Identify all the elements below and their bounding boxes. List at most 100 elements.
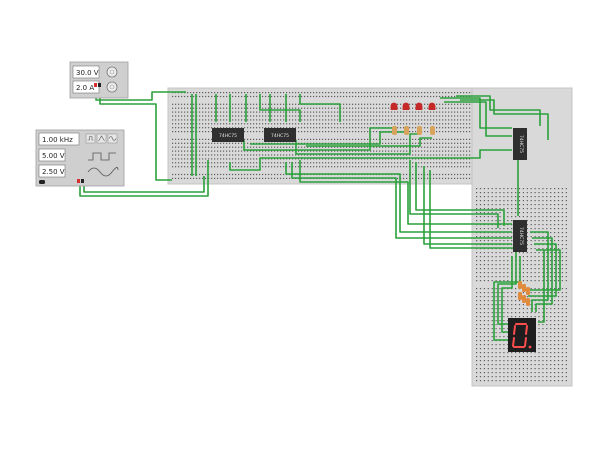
led-2[interactable] — [402, 102, 410, 110]
breadboard-hole — [280, 173, 282, 176]
breadboard-hole — [469, 92, 471, 94]
breadboard-hole — [415, 92, 417, 94]
voltage-knob-icon[interactable] — [106, 66, 118, 78]
seven-segment-display[interactable]: 0. — [508, 318, 536, 352]
breadboard-hole — [367, 150, 369, 152]
breadboard-hole — [427, 119, 429, 121]
breadboard-hole — [286, 146, 288, 148]
square-wave-icon[interactable] — [85, 133, 96, 144]
breadboard-hole — [298, 107, 300, 109]
breadboard-hole — [483, 380, 485, 382]
resistor-2[interactable] — [404, 126, 409, 135]
display-resistor-5[interactable] — [522, 295, 526, 303]
display-resistor-6[interactable] — [526, 298, 530, 306]
breadboard-hole — [328, 92, 330, 94]
triangle-wave-icon[interactable] — [96, 133, 107, 144]
frequency-field[interactable] — [38, 132, 80, 146]
sine-wave-icon[interactable] — [107, 133, 118, 144]
breadboard-hole — [181, 142, 183, 144]
breadboard-hole — [561, 332, 563, 334]
chip-4[interactable]: 74HC75 — [513, 220, 527, 252]
chip-3[interactable]: 74HC75 — [513, 128, 527, 160]
breadboard-hole — [373, 131, 375, 133]
breadboard-hole — [530, 244, 532, 246]
breadboard-hole — [526, 188, 528, 190]
breadboard-hole — [479, 340, 482, 342]
breadboard-hole — [550, 252, 552, 254]
breadboard-hole — [518, 300, 521, 302]
breadboard-hole — [229, 127, 231, 129]
function-generator[interactable]: 1.00 kHz 5.00 V 2.50 V — [35, 129, 125, 187]
breadboard-hole — [479, 288, 482, 290]
breadboard-hole — [361, 150, 363, 152]
breadboard-hole — [358, 158, 360, 160]
breadboard-hole — [538, 332, 540, 334]
breadboard-hole — [205, 146, 207, 148]
breadboard-hole — [181, 111, 183, 113]
power-supply[interactable]: 30.0 V 2.0 A — [69, 61, 129, 99]
breadboard-hole — [526, 364, 528, 366]
breadboard-hole — [424, 103, 426, 105]
breadboard-hole — [283, 150, 285, 152]
ground-terminal[interactable] — [81, 179, 84, 183]
breadboard-hole — [352, 154, 354, 156]
breadboard-hole — [232, 173, 234, 176]
breadboard-hole — [406, 123, 408, 125]
positive-terminal[interactable] — [94, 83, 97, 87]
amplitude-field[interactable] — [38, 148, 66, 162]
chip-1[interactable]: 74HC75 — [212, 128, 244, 142]
current-knob-icon[interactable] — [106, 81, 118, 93]
chip-2[interactable]: 74HC75 — [264, 128, 296, 142]
output-toggle[interactable] — [39, 180, 45, 184]
breadboard-hole — [546, 256, 548, 258]
voltage-display[interactable] — [72, 65, 100, 79]
display-resistor-1[interactable] — [518, 281, 522, 289]
resistor-1[interactable] — [392, 126, 397, 135]
breadboard-hole — [511, 376, 513, 378]
breadboard-hole — [376, 95, 378, 98]
breadboard-hole — [304, 158, 306, 160]
breadboard-hole — [511, 300, 513, 302]
offset-field[interactable] — [38, 164, 66, 178]
breadboard-hole — [522, 208, 524, 210]
breadboard-hole — [495, 276, 497, 278]
breadboard-hole — [193, 162, 195, 164]
breadboard-hole — [301, 131, 303, 133]
display-resistor-4[interactable] — [518, 292, 522, 300]
breadboard-hole — [277, 119, 279, 121]
breadboard-hole — [487, 220, 489, 222]
breadboard-hole — [538, 288, 540, 290]
breadboard-hole — [181, 119, 183, 121]
led-4[interactable] — [428, 102, 436, 110]
breadboard-hole — [418, 138, 420, 140]
breadboard-hole — [355, 92, 357, 94]
breadboard-hole — [397, 146, 399, 148]
led-1[interactable] — [390, 102, 398, 110]
breadboard-hole — [518, 252, 521, 254]
breadboard-hole — [460, 154, 462, 156]
signal-terminal[interactable] — [77, 179, 80, 183]
led-3[interactable] — [415, 102, 423, 110]
breadboard-hole — [460, 119, 462, 121]
display-resistor-2[interactable] — [522, 284, 526, 292]
breadboard-hole — [208, 127, 210, 129]
breadboard-hole — [487, 300, 489, 302]
breadboard-hole — [448, 107, 450, 109]
breadboard-hole — [298, 92, 300, 94]
breadboard-hole — [343, 154, 345, 156]
breadboard-hole — [546, 292, 548, 294]
display-resistor-3[interactable] — [526, 287, 530, 295]
negative-terminal[interactable] — [98, 83, 101, 87]
resistor-4[interactable] — [430, 126, 435, 135]
breadboard-hole — [487, 376, 489, 378]
breadboard-hole — [445, 177, 447, 179]
breadboard-hole — [483, 308, 485, 310]
breadboard-hole — [265, 173, 267, 176]
breadboard-hole — [534, 316, 536, 318]
breadboard-hole — [550, 260, 552, 262]
breadboard-hole — [376, 166, 378, 168]
resistor-3[interactable] — [417, 126, 422, 135]
breadboard-hole — [463, 131, 465, 133]
breadboard-hole — [331, 123, 333, 125]
breadboard-hole — [238, 95, 240, 98]
